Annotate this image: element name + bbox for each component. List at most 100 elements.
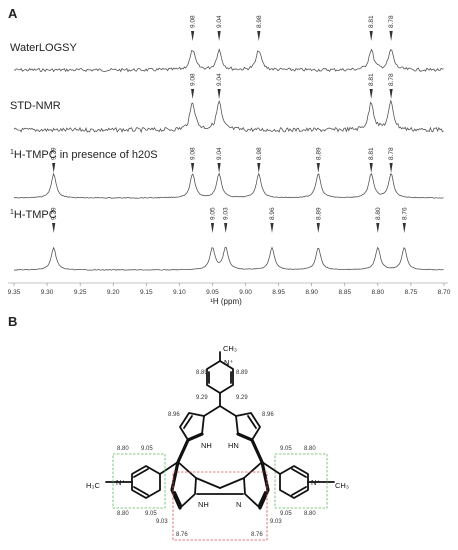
x-tick-label: 9.30	[41, 289, 54, 296]
bond	[247, 415, 257, 429]
peak-label: 8.96	[269, 207, 276, 220]
trace-label-std-nmr: STD-NMR	[10, 100, 61, 112]
shift-top-right-a: 8.89	[236, 370, 248, 376]
x-tick-label: 8.70	[438, 289, 451, 296]
shift-left-py-bot-a: 8.80	[117, 511, 129, 517]
highlight-box-left-pyridine	[112, 453, 166, 509]
shift-right-py-bot-a: 9.05	[280, 511, 292, 517]
atom-nplus-right: N⁺	[311, 478, 320, 487]
atom-hn-top-right: HN	[228, 441, 239, 450]
peak-arrow	[402, 223, 406, 233]
panel-a-letter: A	[8, 6, 18, 21]
peak-arrow	[217, 31, 221, 41]
atom-nplus-left: N⁺	[116, 478, 125, 487]
x-tick-label: 8.95	[272, 289, 285, 296]
peak-label: 8.81	[368, 15, 375, 28]
bond	[261, 461, 281, 475]
peak-arrow	[224, 223, 228, 233]
highlight-box-bottom-pyrroles	[172, 471, 268, 541]
atom-ch3-top: CH₃	[223, 344, 237, 353]
shift-bottom-right: 8.76	[251, 532, 263, 538]
peak-label: 9.04	[216, 73, 223, 86]
peak-label: 8.80	[375, 207, 382, 220]
shift-beta-top-right: 8.96	[262, 412, 274, 418]
panel-b-letter: B	[8, 314, 17, 329]
spectrum-trace-tmpc-h20s	[13, 172, 444, 199]
x-tick-label: 8.90	[305, 289, 318, 296]
porphyrin-core	[159, 405, 281, 510]
peak-label: 8.78	[388, 15, 395, 28]
shift-right-py-top-b: 8.80	[304, 446, 316, 452]
trace-label-tmpc: 1H-TMPC	[10, 209, 57, 221]
x-tick-label: 9.20	[107, 289, 120, 296]
spectrum-trace-std-nmr	[13, 99, 444, 134]
peak-label: 8.81	[368, 73, 375, 86]
peak-label: 8.76	[401, 207, 408, 220]
left-pyridinium	[105, 465, 161, 499]
bond	[159, 461, 179, 475]
peak-arrow	[389, 163, 393, 173]
bond	[291, 468, 307, 478]
peak-arrow	[369, 31, 373, 41]
peak-arrow	[257, 31, 261, 41]
shift-left-py-top-b: 9.05	[141, 446, 153, 452]
peak-label: 8.81	[368, 147, 375, 160]
bond	[219, 405, 237, 417]
bond	[133, 486, 149, 496]
atom-n-bottom-right: N	[236, 500, 241, 509]
peak-label: 9.04	[216, 15, 223, 28]
peak-label: 9.08	[190, 73, 197, 86]
top-pyridinium	[206, 351, 234, 407]
peak-arrow	[191, 31, 195, 41]
peak-arrow	[270, 223, 274, 233]
peak-label: 9.08	[190, 147, 197, 160]
peak-label: 9.04	[216, 147, 223, 160]
spectrum-trace-tmpc	[13, 246, 444, 271]
x-tick-label: 9.15	[140, 289, 153, 296]
peak-label: 9.05	[210, 207, 217, 220]
peak-arrow	[217, 89, 221, 99]
peak-label: 8.78	[388, 147, 395, 160]
atom-nh-top-left: NH	[201, 441, 212, 450]
peak-label: 9.08	[190, 15, 197, 28]
atom-ch3-right: CH₃	[335, 481, 349, 490]
peak-label: 9.29	[51, 147, 58, 160]
right-pyridine-ring	[279, 465, 309, 499]
peak-arrow	[191, 89, 195, 99]
left-pyridine-ring	[131, 465, 161, 499]
peak-arrow	[210, 223, 215, 233]
pyrrole-top-left	[179, 412, 205, 441]
peak-arrow	[316, 223, 320, 233]
shift-bottom-left: 8.76	[176, 532, 188, 538]
bond	[291, 486, 307, 496]
conjugation-path-left	[170, 432, 204, 510]
atom-h3c-left: H₃C	[86, 481, 100, 490]
peak-label: 9.29	[51, 207, 58, 220]
peak-arrow	[217, 163, 221, 173]
peak-arrow	[316, 163, 320, 173]
peak-label: 8.78	[388, 73, 395, 86]
bond	[174, 491, 182, 506]
peak-markers: 9.08 9.04 8.98 8.81 8.78 9.08 9.04 8.81 8.78 9.29…	[51, 15, 408, 233]
porphyrin-structure: N⁺ CH₃ 8.89 8.89 9.29 9.29	[86, 344, 349, 541]
conjugation-path-right	[236, 432, 270, 510]
peak-arrow	[257, 163, 261, 173]
peak-label: 8.98	[256, 15, 263, 28]
peak-label: 8.89	[315, 147, 322, 160]
peak-arrow	[376, 223, 380, 233]
highlight-box-right-pyridine	[274, 453, 328, 509]
shift-right-py-top-a: 9.05	[280, 446, 292, 452]
peak-arrow	[369, 163, 373, 173]
peak-arrow	[191, 163, 195, 173]
shift-beta-bottom-right: 9.03	[270, 519, 282, 525]
shift-left-py-top-a: 8.80	[117, 446, 129, 452]
shift-left-py-bot-b: 9.05	[145, 511, 157, 517]
shift-beta-top-left: 8.96	[168, 412, 180, 418]
peak-arrow	[52, 163, 56, 173]
pyrrole-top-right	[235, 412, 261, 441]
right-pyridinium	[279, 465, 335, 499]
trace-label-tmpc-h20s: 1H-TMPC in presence of h20S	[10, 149, 158, 161]
x-tick-label: 9.05	[206, 289, 219, 296]
